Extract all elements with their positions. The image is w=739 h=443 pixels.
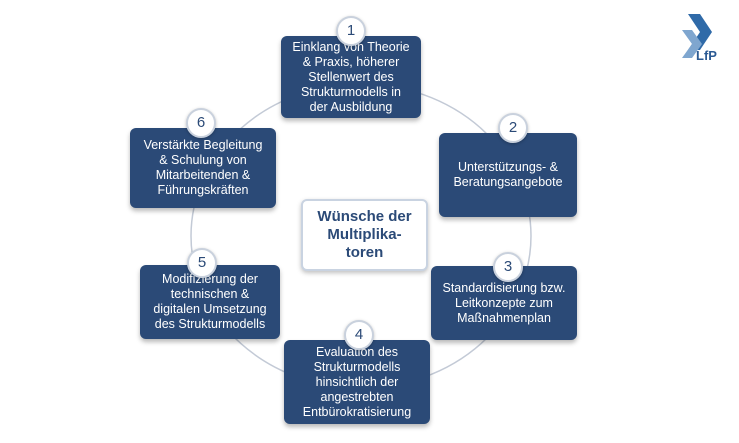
item-number-4: 4 [344,320,374,350]
item-number-5: 5 [187,248,217,278]
item-box-5: Modifizierung der technischen & digitale… [140,265,280,339]
lfp-logo-icon [682,14,712,58]
item-number-6: 6 [186,108,216,138]
item-box-6: Verstärkte Begleitung & Schulung von Mit… [130,128,276,208]
center-title: Wünsche der Multiplika- toren [301,199,428,271]
item-text-4: Evaluation des Strukturmodells hinsichtl… [302,344,412,419]
item-text-2: Unterstützungs- & Beratungsangebote [453,160,563,189]
item-number-1: 1 [336,16,366,46]
item-text-6: Verstärkte Begleitung & Schulung von Mit… [143,138,263,197]
center-title-text: Wünsche der Multiplika- toren [317,208,412,261]
item-box-4: Evaluation des Strukturmodells hinsichtl… [284,340,430,424]
logo-text: LfP [696,48,717,63]
item-text-3: Standardisierung bzw. Leitkonzepte zum M… [442,280,566,325]
item-number-3: 3 [493,252,523,282]
item-box-1: Einklang von Theorie & Praxis, höherer S… [281,36,421,118]
item-number-2: 2 [498,113,528,143]
item-text-1: Einklang von Theorie & Praxis, höherer S… [292,39,410,114]
item-text-5: Modifizierung der technischen & digitale… [153,272,267,331]
item-box-2: Unterstützungs- & Beratungsangebote [439,133,577,217]
